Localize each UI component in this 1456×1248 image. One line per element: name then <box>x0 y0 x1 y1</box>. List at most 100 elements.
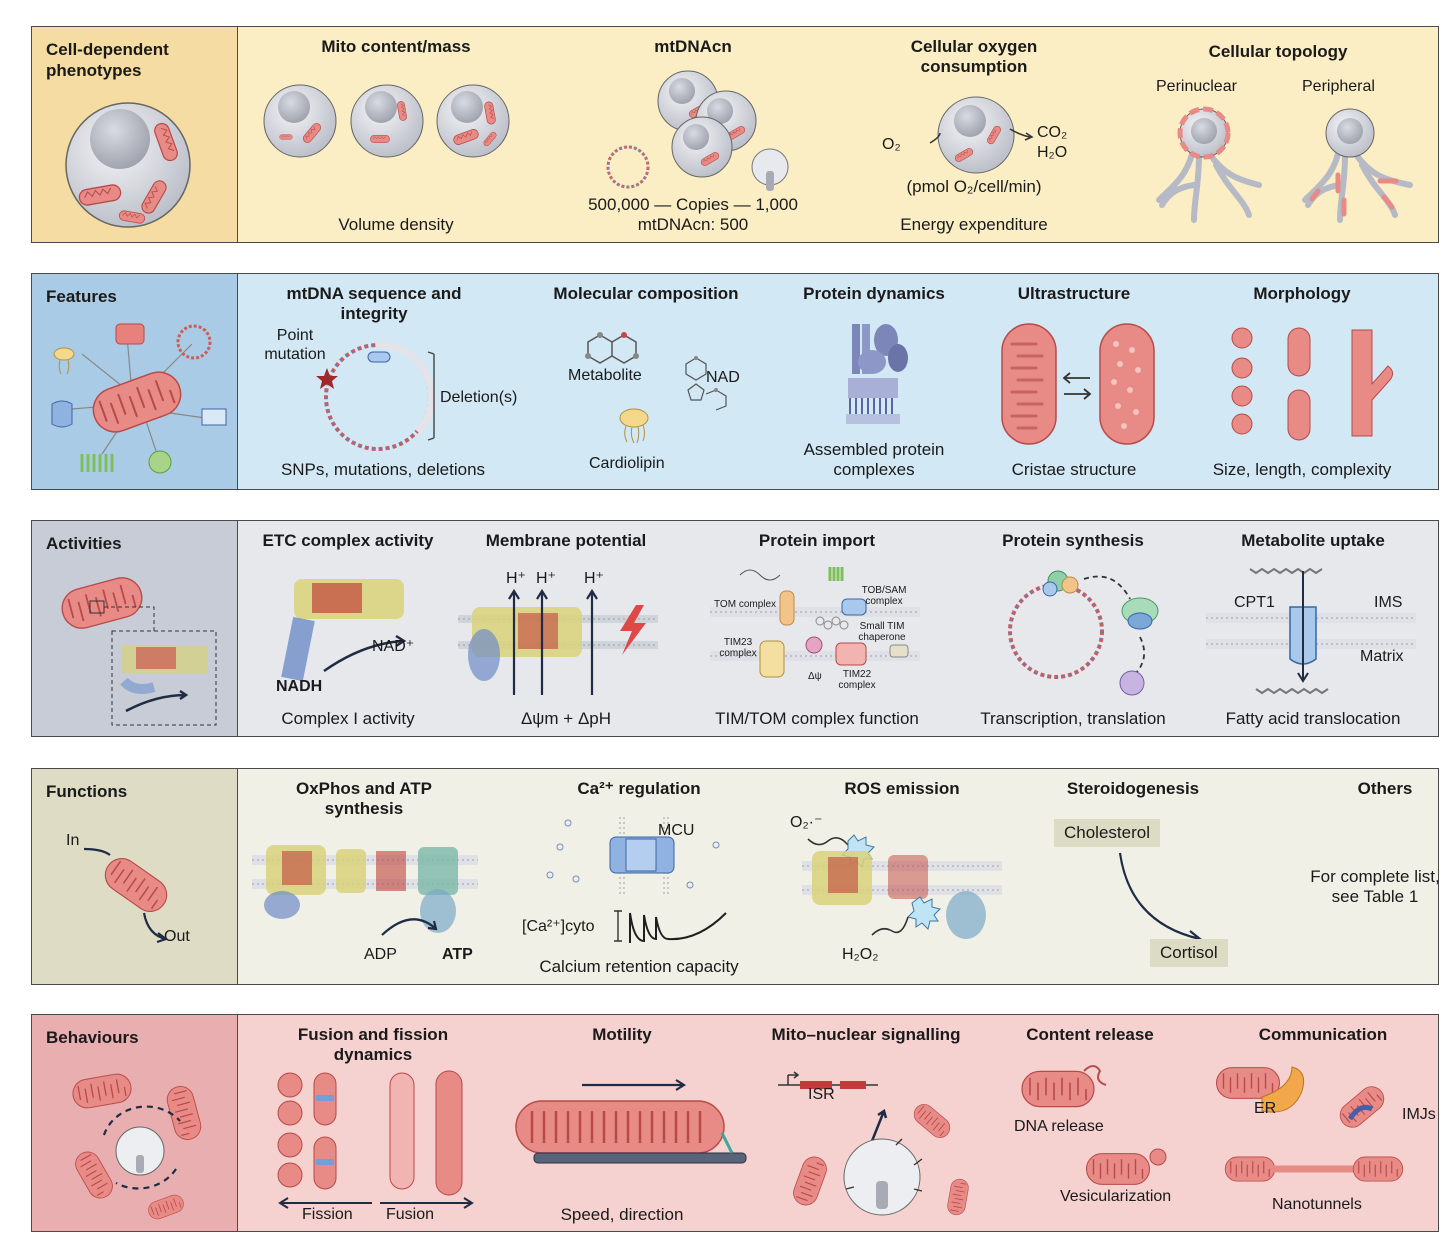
panel-caption: SNPs, mutations, deletions <box>280 460 486 479</box>
panel-caption: Cristae structure <box>1011 460 1137 479</box>
panel-fusion-fission: Fusion and fission dynamics Fission Fusi… <box>238 1015 508 1231</box>
cyto-calcium-label: [Ca²⁺]cyto <box>522 918 595 935</box>
row-title: Features <box>46 287 117 306</box>
mcu-label: MCU <box>658 822 695 839</box>
panel-title: Fusion and fission dynamics <box>297 1025 449 1064</box>
panel-title: Others <box>1357 779 1413 798</box>
panel-caption: mtDNAcn: 500 <box>637 215 749 234</box>
dna-release-illustration <box>1021 1065 1107 1108</box>
out-label: Out <box>164 928 190 945</box>
perinuclear-label: Perinuclear <box>1156 78 1237 95</box>
panel-content-release: Content release DNA release Vesiculariza… <box>984 1015 1196 1231</box>
panel-communication: Communication ER IMJs Nanotunnels <box>1196 1015 1440 1231</box>
panel-cellular-topology: Cellular topology Perinuclear Peripheral <box>1116 27 1440 242</box>
panel-title: Mito–nuclear signalling <box>771 1025 961 1044</box>
complex-i-illustration <box>281 579 407 682</box>
panel-etc-activity: ETC complex activity NAD⁺ NADH Complex I… <box>238 521 458 736</box>
panel-morphology: Morphology Size, length, complexity <box>1164 274 1440 489</box>
ims-label: IMS <box>1374 594 1403 611</box>
row-behaviours: Behaviours Fusion and fission dynamics <box>31 1014 1439 1232</box>
panel-protein-dynamics: Protein dynamics Assembled protein compl… <box>764 274 984 489</box>
atp-label: ATP <box>442 946 473 963</box>
panel-molecular-composition: Molecular composition Metabolite NAD Car… <box>528 274 764 489</box>
morphology-illustration <box>1231 327 1394 441</box>
panel-mtdna-sequence: mtDNA sequence and integrity Point mutat… <box>238 274 528 489</box>
isr-label: ISR <box>808 1086 835 1103</box>
protein-synthesis-illustration <box>1008 570 1159 696</box>
cpt1-label: CPT1 <box>1234 594 1275 611</box>
panel-caption: Transcription, translation <box>980 709 1166 728</box>
copies-label: 500,000 — Copies — 1,000 <box>588 195 798 214</box>
row-side-panel: Cell-dependent phenotypes <box>32 27 238 242</box>
panel-title: Steroidogenesis <box>1066 779 1200 798</box>
steroid-arrow <box>1118 852 1203 945</box>
unit-label: (pmol O₂/cell/min) <box>906 177 1042 196</box>
row-side-panel: Functions In Out <box>32 769 238 984</box>
adp-label: ADP <box>364 946 397 963</box>
row-main-panel: ETC complex activity NAD⁺ NADH Complex I… <box>238 521 1438 736</box>
calcium-trace <box>614 910 727 943</box>
behaviours-cell-illustration <box>70 1071 205 1222</box>
cortisol-box: Cortisol <box>1150 939 1228 967</box>
oxphos-illustration <box>252 845 478 936</box>
mtdna-cells-illustration <box>606 70 789 191</box>
dna-release-label: DNA release <box>1014 1118 1104 1135</box>
nad-molecule-icon <box>685 356 727 411</box>
panel-title: ETC complex activity <box>262 531 434 550</box>
tob-sam-label: TOB/SAM complex <box>861 585 907 607</box>
row-side-panel: Activities <box>32 521 238 736</box>
panel-title: ROS emission <box>844 779 960 798</box>
ros-illustration <box>802 834 1002 939</box>
panel-title: Protein import <box>758 531 876 550</box>
panel-title: Metabolite uptake <box>1241 531 1385 550</box>
panel-title: Molecular composition <box>553 284 739 303</box>
row-title: Cell-dependent phenotypes <box>46 40 169 80</box>
imjs-label: IMJs <box>1402 1106 1436 1123</box>
fission-label: Fission <box>302 1206 353 1223</box>
three-cells-illustration <box>263 84 510 158</box>
panel-oxphos: OxPhos and ATP synthesis ADP ATP <box>238 769 500 984</box>
panel-title: OxPhos and ATP synthesis <box>295 779 433 818</box>
panel-ultrastructure: Ultrastructure Cristae structure <box>984 274 1164 489</box>
membrane-potential-illustration <box>458 588 658 695</box>
mitochondrion-features-illustration <box>51 323 227 474</box>
panel-title: mtDNA sequence and integrity <box>286 284 462 323</box>
panel-caption: Size, length, complexity <box>1212 460 1392 479</box>
h2o2-label: H₂O₂ <box>842 946 879 963</box>
proton-label-1: H⁺ <box>506 570 526 587</box>
small-tim-label: Small TIM chaperone <box>858 621 906 643</box>
panel-mtdnacn: mtDNAcn 500,000 — Copies — 1,000 mtDNAcn… <box>554 27 832 242</box>
panel-calcium-regulation: Ca²⁺ regulation MCU [Ca²⁺]cyto Calcium r… <box>500 769 778 984</box>
panel-title: Content release <box>1026 1025 1154 1044</box>
panel-mito-nuclear-signalling: Mito–nuclear signalling ISR <box>748 1015 984 1231</box>
panel-title: Protein dynamics <box>803 284 945 303</box>
nanotunnels-label: Nanotunnels <box>1272 1196 1362 1213</box>
in-label: In <box>66 832 80 849</box>
row-main-panel: Fusion and fission dynamics Fission Fusi… <box>238 1015 1438 1231</box>
proton-label-2: H⁺ <box>536 570 556 587</box>
panel-title: Mito content/mass <box>321 37 471 56</box>
matrix-label: Matrix <box>1360 648 1404 665</box>
panel-title: Membrane potential <box>485 531 647 550</box>
fission-fusion-arrows <box>278 1197 474 1209</box>
panel-steroidogenesis: Steroidogenesis Cholesterol Cortisol <box>1026 769 1270 984</box>
isr-gene-icon <box>778 1071 878 1089</box>
mtdna-circle-illustration <box>316 341 436 451</box>
h2o-label: H₂O <box>1037 144 1068 161</box>
panel-title: Ca²⁺ regulation <box>577 779 701 798</box>
tom-complex-label: TOM complex <box>714 599 777 610</box>
panel-caption: Δψm + ΔpH <box>520 709 612 728</box>
row-side-panel: Behaviours <box>32 1015 238 1231</box>
panel-caption: Speed, direction <box>560 1205 684 1224</box>
nad-label: NAD <box>706 369 740 386</box>
row-main-panel: mtDNA sequence and integrity Point mutat… <box>238 274 1438 489</box>
panel-mito-mass: Mito content/mass Volume density <box>238 27 554 242</box>
panel-caption: Assembled protein complexes <box>803 440 945 479</box>
row-title: Behaviours <box>46 1028 139 1047</box>
cardiolipin-label: Cardiolipin <box>589 455 665 472</box>
panel-membrane-potential: Membrane potential H⁺ H⁺ H⁺ Δψm + ΔpH <box>458 521 674 736</box>
metabolite-molecule-icon <box>585 332 639 364</box>
row-activities: Activities ETC complex activity NAD⁺ NAD… <box>31 520 1439 737</box>
vesicularization-label: Vesicularization <box>1060 1188 1172 1205</box>
cholesterol-box: Cholesterol <box>1054 819 1160 847</box>
